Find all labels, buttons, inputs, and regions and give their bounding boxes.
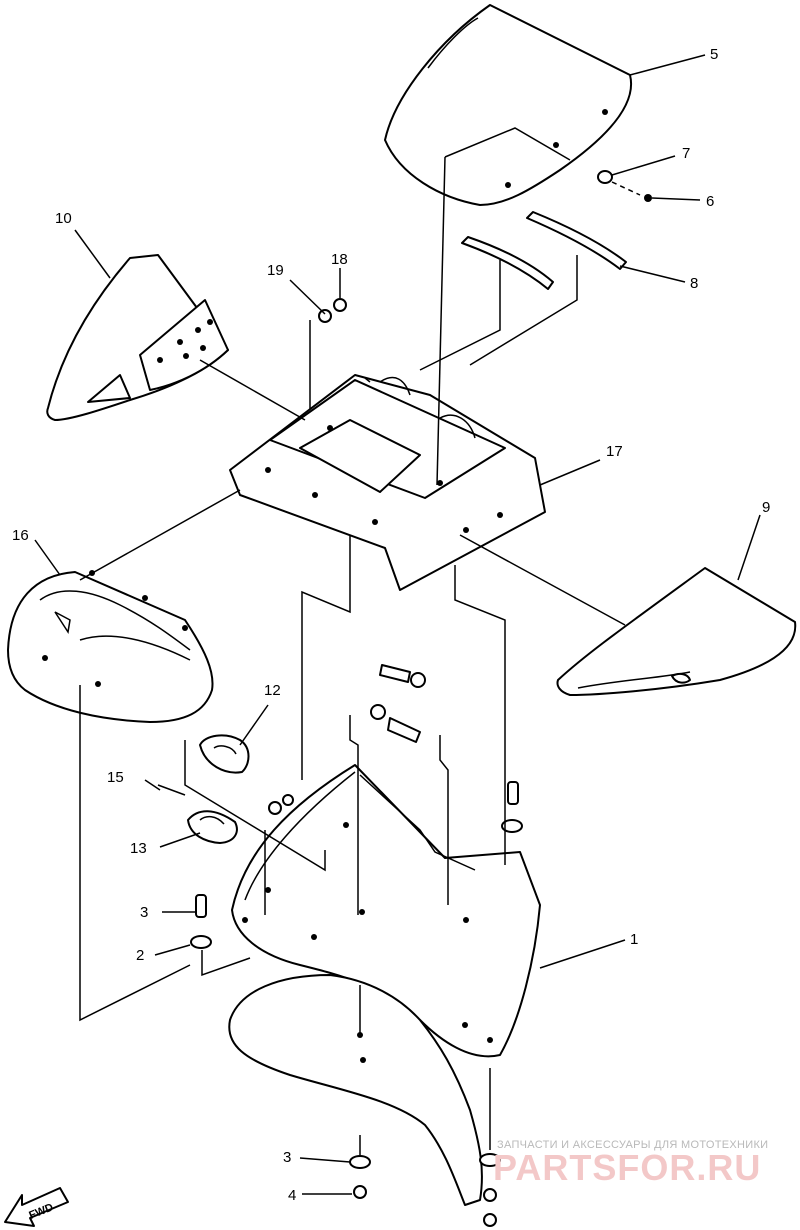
right-side-panel-part xyxy=(556,567,797,696)
leader-lines xyxy=(34,54,761,1195)
callout-6: 6 xyxy=(706,193,714,210)
callout-18: 18 xyxy=(331,251,348,268)
callout-1: 1 xyxy=(630,931,638,948)
callout-labels: 5 7 6 8 10 19 18 17 16 9 12 15 13 3 2 1 … xyxy=(12,46,770,1204)
watermark: ЗАПЧАСТИ И АКСЕССУАРЫ ДЛЯ МОТОТЕХНИКИ PA… xyxy=(493,1139,768,1188)
callout-7: 7 xyxy=(682,145,690,162)
callout-3-upper: 3 xyxy=(140,904,148,921)
lower-cowl-part xyxy=(228,764,541,1206)
callout-17: 17 xyxy=(606,443,623,460)
callout-4: 4 xyxy=(288,1187,296,1204)
callout-5: 5 xyxy=(710,46,718,63)
callout-19: 19 xyxy=(267,262,284,279)
windshield-part xyxy=(384,4,633,206)
plate-grommet-part xyxy=(187,810,238,844)
callout-10: 10 xyxy=(55,210,72,227)
callout-12: 12 xyxy=(264,682,281,699)
headlight-cover-part xyxy=(7,570,214,723)
callout-8: 8 xyxy=(690,275,698,292)
rubber-strip-part xyxy=(461,211,627,290)
watermark-subtitle: ЗАПЧАСТИ И АКСЕССУАРЫ ДЛЯ МОТОТЕХНИКИ xyxy=(497,1139,768,1151)
bolt-part xyxy=(190,664,523,1227)
callout-16: 16 xyxy=(12,527,29,544)
callout-9: 9 xyxy=(762,499,770,516)
left-side-panel-part xyxy=(46,254,229,421)
upper-bracket-part xyxy=(229,374,546,591)
alignment-lines xyxy=(79,127,626,1155)
indicator-part xyxy=(199,734,250,774)
callout-15: 15 xyxy=(107,769,124,786)
callout-13: 13 xyxy=(130,840,147,857)
grommet-part xyxy=(597,170,652,202)
callout-3-lower: 3 xyxy=(283,1149,291,1166)
small-screw-part xyxy=(144,779,161,791)
forward-direction-arrow: FWD xyxy=(4,1187,69,1227)
callout-2: 2 xyxy=(136,947,144,964)
watermark-brand: PARTSFOR.RU xyxy=(493,1147,761,1188)
nut-and-washer-part xyxy=(309,298,347,448)
